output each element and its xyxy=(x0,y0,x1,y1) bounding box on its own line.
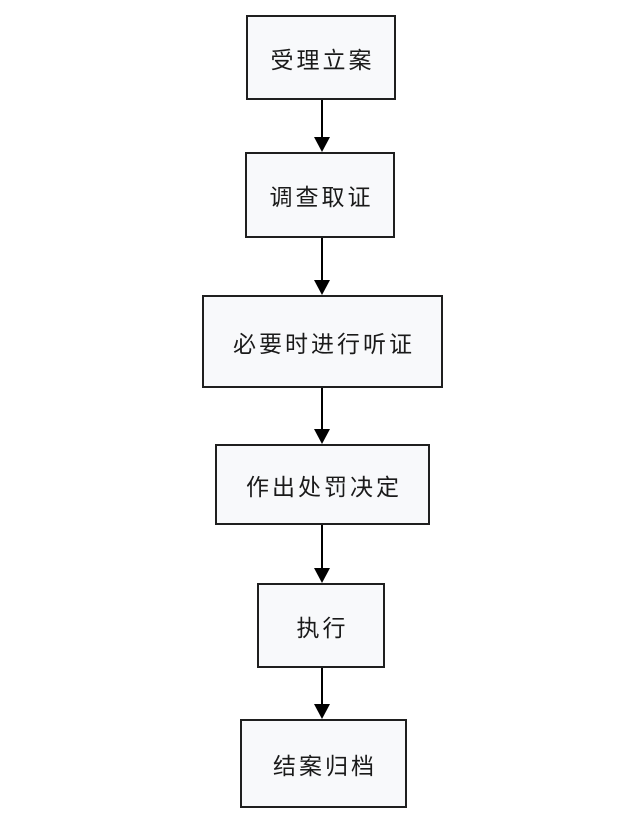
arrow-line xyxy=(321,388,323,430)
flow-arrow-4 xyxy=(314,525,330,583)
flow-node-label: 执行 xyxy=(296,615,349,642)
flow-arrow-2 xyxy=(314,238,330,295)
flow-node-execute: 执行 xyxy=(257,583,385,668)
arrowhead-down-icon xyxy=(314,429,330,444)
arrow-line xyxy=(321,100,323,138)
flow-node-accept-case: 受理立案 xyxy=(246,15,396,100)
flow-node-close-archive: 结案归档 xyxy=(240,719,407,808)
arrow-line xyxy=(321,238,323,281)
arrowhead-down-icon xyxy=(314,568,330,583)
flow-arrow-5 xyxy=(314,668,330,719)
arrowhead-down-icon xyxy=(314,704,330,719)
arrow-line xyxy=(321,525,323,569)
arrow-line xyxy=(321,668,323,705)
flow-node-label: 结案归档 xyxy=(273,753,377,780)
arrowhead-down-icon xyxy=(314,280,330,295)
flow-node-decision: 作出处罚决定 xyxy=(215,444,430,525)
flow-arrow-1 xyxy=(314,100,330,152)
flow-node-label: 受理立案 xyxy=(270,47,375,74)
flow-node-label: 作出处罚决定 xyxy=(246,474,402,501)
flow-node-label: 调查取证 xyxy=(269,185,374,211)
arrowhead-down-icon xyxy=(314,137,330,152)
flow-node-investigate: 调查取证 xyxy=(245,152,395,238)
flow-node-label: 必要时进行听证 xyxy=(233,331,415,358)
flow-node-hearing: 必要时进行听证 xyxy=(202,295,443,388)
flow-arrow-3 xyxy=(314,388,330,444)
